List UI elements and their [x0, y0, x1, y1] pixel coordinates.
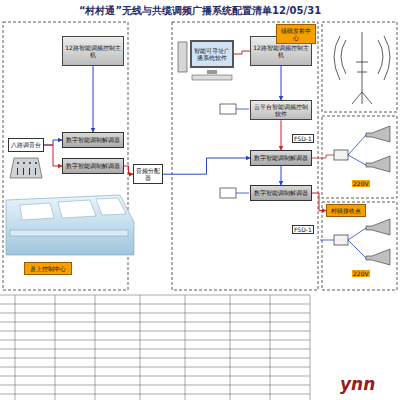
voltage-tag: 220V: [352, 180, 370, 187]
receiver-symbol: [334, 150, 348, 245]
modem-box: 数字智能调制解调器: [250, 185, 312, 201]
signal-connector: [281, 120, 282, 150]
site-tag: 镇级发射中心: [276, 24, 316, 44]
modem-box: 数字智能调制解调器: [62, 132, 124, 148]
antenna-symbol: [334, 32, 390, 104]
console-illustration: [6, 195, 134, 255]
modem-box: 数字智能调制解调器: [250, 150, 312, 166]
signal-connector: [281, 66, 282, 100]
site-tag: 村级接收点: [326, 204, 366, 217]
title-text: “村村通”无线与共缆调频广播系统配置清单12/05/31: [79, 5, 321, 16]
node-text: 12路智能调频控制主机: [253, 44, 309, 58]
node-text: 村级接收点: [331, 207, 361, 214]
label-text: 220V: [353, 270, 369, 277]
signal-connector: [234, 51, 250, 54]
splitter-box: 音频分配器: [133, 164, 163, 184]
signal-connector: [44, 140, 62, 145]
cloud-host: 云平台智能调频控制软件: [250, 100, 312, 120]
computer-symbol: [178, 42, 232, 80]
node-text: 镇级发射中心: [279, 27, 313, 41]
node-text: 智能可寻址广播系统软件: [194, 47, 230, 61]
label-text: 220V: [353, 180, 369, 187]
site-tag: 县上控制中心: [24, 262, 72, 275]
node-text: 数字智能调制解调器: [254, 154, 308, 161]
signal-connector: [124, 166, 133, 174]
label-text: FSD-1: [294, 135, 312, 142]
software-screen: 智能可寻址广播系统软件: [190, 40, 234, 68]
label-text: ynn: [340, 374, 375, 394]
signal-connector: [312, 193, 326, 211]
region-frame: [3, 22, 397, 290]
signal-connector: [44, 145, 62, 166]
watermark: ynn: [340, 374, 375, 394]
model-tag: FSD-1: [292, 134, 314, 143]
mixer-symbol: [10, 158, 42, 178]
diagram-title: “村村通”无线与共缆调频广播系统配置清单12/05/31: [0, 4, 400, 18]
mixer-label: 八路调音台: [8, 138, 44, 152]
node-text: 云平台智能调频控制软件: [253, 103, 309, 117]
wire: [236, 109, 366, 258]
node-text: 数字智能调制解调器: [66, 136, 120, 143]
node-text: 数字智能调制解调器: [66, 162, 120, 169]
table-grid: [0, 295, 310, 400]
signal-connector: [281, 166, 282, 185]
modem-box: 数字智能调制解调器: [62, 158, 124, 174]
node-text: 县上控制中心: [30, 265, 66, 272]
voltage-tag: 220V: [352, 270, 370, 277]
node-text: 八路调音台: [11, 141, 41, 148]
horn-speaker: [366, 126, 390, 265]
control-host: 12路智能调频控制主机: [62, 36, 124, 66]
model-tag: FSD-1: [292, 225, 314, 234]
signal-connector: [93, 66, 94, 132]
node-text: 12路智能调频控制主机: [65, 44, 121, 58]
label-text: FSD-1: [294, 226, 312, 233]
node-text: 音频分配器: [136, 167, 160, 181]
node-text: 数字智能调制解调器: [254, 189, 308, 196]
signal-connector: [163, 158, 250, 174]
transceiver-symbol: [220, 104, 236, 198]
